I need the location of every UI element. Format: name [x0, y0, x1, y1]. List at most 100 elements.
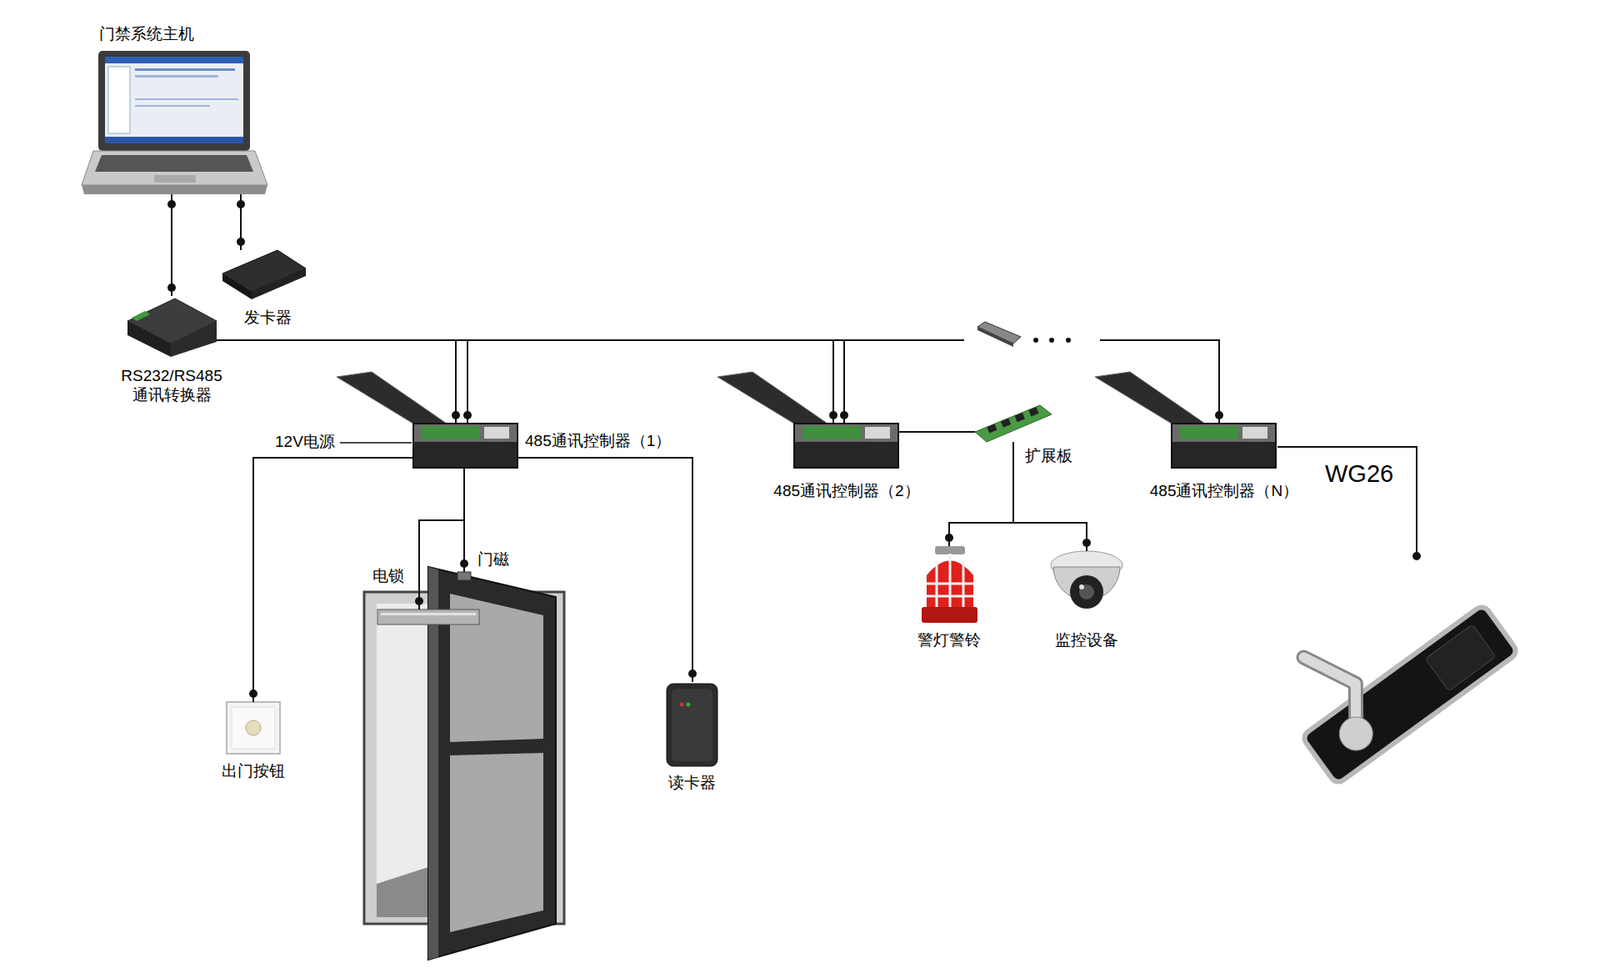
alarm-cage: [926, 553, 974, 609]
lock-highlight: [380, 612, 476, 615]
device-label: 监控设备: [1055, 630, 1119, 650]
converter-side: [170, 320, 217, 357]
camera-icon: [1050, 550, 1123, 609]
device-label: RS232/RS485 通讯转换器: [117, 366, 226, 405]
wire-dot: [460, 559, 469, 568]
controller-front: [1171, 441, 1276, 468]
wire-dot: [249, 689, 258, 698]
lock-card-area: [1425, 624, 1496, 691]
window-row: [135, 105, 210, 107]
controller-pcb: [802, 425, 861, 440]
controller-frame: [1171, 423, 1276, 468]
device-label: 电锁: [372, 566, 405, 586]
device-node: 扩展板: [975, 405, 1052, 442]
device-label: 出门按钮: [221, 761, 285, 781]
controller-pcb: [421, 425, 480, 440]
wire-dot: [415, 596, 424, 605]
wire: [216, 340, 834, 424]
laptop-keyboard: [95, 155, 254, 172]
button-face: [231, 706, 275, 749]
board-terminal: [986, 423, 997, 433]
controller-inside: [1171, 423, 1276, 442]
controller-frame: [794, 423, 899, 468]
wire: [463, 467, 465, 572]
device-node: 读卡器: [665, 681, 720, 768]
window-titlebar: [105, 56, 244, 64]
controller-component: [484, 426, 510, 439]
laptop-screen: [105, 56, 244, 144]
window-row: [135, 68, 235, 71]
board-terminals: [986, 406, 1039, 433]
reader-body: [666, 683, 718, 766]
window-taskbar: [105, 136, 244, 144]
wire-dot: [1412, 551, 1421, 560]
controller-component: [1242, 426, 1268, 439]
controller-lid: [717, 371, 828, 424]
button-plate: [226, 701, 280, 754]
door-panel: [428, 566, 556, 960]
wire-dot: [236, 200, 245, 209]
door-illustration: [364, 566, 565, 960]
wire: [517, 457, 693, 682]
ellipsis-dot: [1033, 337, 1039, 343]
device-label: 门磁: [477, 550, 510, 570]
issuer-side: [251, 268, 306, 300]
wiegand-wire: [1277, 446, 1417, 556]
device-node: 监控设备: [1050, 550, 1123, 618]
controller-lid: [1095, 371, 1205, 424]
controller-icon: [717, 371, 899, 468]
door-glass: [450, 752, 544, 932]
card-reader-icon: [666, 683, 718, 766]
lock-lever-outline: [1301, 641, 1380, 734]
controller-front: [794, 441, 899, 468]
device-label: 发卡器: [244, 308, 292, 328]
ellipsis-dot: [1065, 337, 1071, 343]
wire-dot: [167, 200, 176, 209]
wire: [253, 457, 414, 702]
bus-device-side: [977, 326, 1014, 347]
converter-front: [127, 320, 171, 357]
camera-glint: [1079, 584, 1085, 590]
device-label: 警灯警铃: [917, 630, 981, 650]
controller-pcb: [1180, 425, 1239, 440]
board-terminal: [1000, 418, 1011, 428]
wire-dot: [829, 410, 838, 420]
wire-dot: [451, 410, 460, 420]
electric-lock-icon: [377, 609, 480, 625]
device-node: 485通讯控制器（1）: [413, 423, 518, 468]
card-issuer-icon: [222, 250, 306, 300]
wire: [898, 430, 975, 433]
door-lock-illustration: [1265, 553, 1520, 785]
device-label: 扩展板: [1025, 446, 1073, 466]
lock-body: [377, 609, 480, 625]
alarm-cap: [935, 545, 965, 555]
device-node: 门磁: [457, 571, 471, 580]
device-label: 485通讯控制器（2）: [773, 481, 920, 501]
converter-icon: [127, 298, 217, 357]
device-node: 发卡器: [222, 250, 306, 300]
device-node: 电锁: [377, 609, 480, 625]
controller-component: [865, 426, 890, 439]
wire-dot: [945, 533, 954, 542]
alarm-light-icon: [921, 545, 978, 623]
wire-dot: [840, 410, 849, 420]
device-node: 485通讯控制器（2）: [794, 423, 899, 468]
laptop-lid: [98, 50, 250, 151]
controller-lid: [336, 371, 447, 424]
device-label: 门禁系统主机: [99, 25, 195, 45]
laptop-edge: [81, 185, 268, 195]
laptop-base: [81, 150, 268, 185]
board-terminal: [1028, 406, 1039, 416]
device-node: 警灯警铃: [921, 545, 978, 623]
device-label: 读卡器: [668, 773, 716, 793]
door-edge: [428, 566, 439, 960]
controller-icon: [336, 371, 518, 468]
board-pcb: [975, 405, 1052, 442]
reader-face: [671, 688, 713, 761]
controller-inside: [794, 423, 899, 442]
converter-terminal: [131, 310, 150, 321]
camera-lens-inner: [1079, 584, 1095, 600]
laptop-icon: [81, 50, 268, 195]
wire: [1013, 441, 1087, 551]
wire: [949, 441, 1014, 546]
